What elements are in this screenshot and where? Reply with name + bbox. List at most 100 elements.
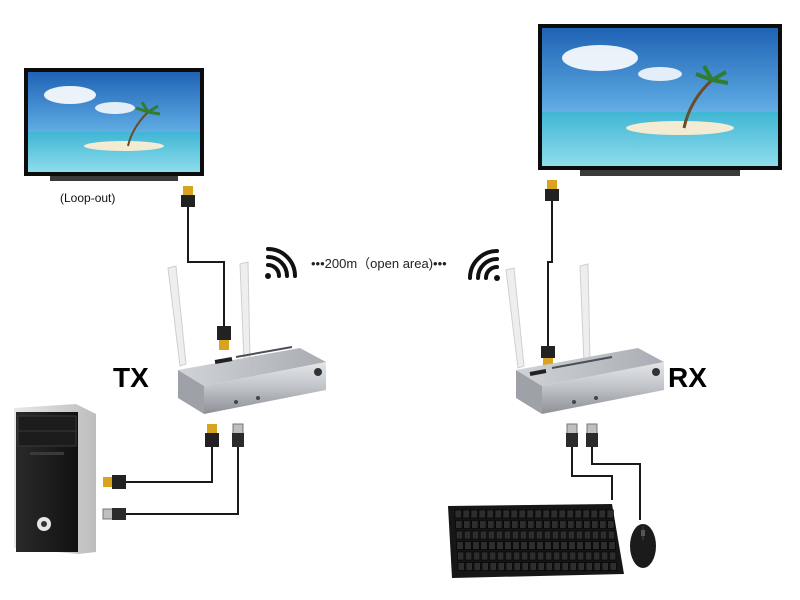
keyboard-key [465, 562, 473, 571]
pc-tower-icon [14, 404, 96, 554]
keyboard-key [511, 520, 519, 529]
keyboard-key [601, 551, 609, 561]
screen-cloud [95, 102, 135, 114]
keyboard-key [456, 541, 464, 550]
keyboard-key [607, 530, 616, 540]
keyboard-key [455, 520, 463, 529]
pc-hdmi-cable [126, 446, 213, 483]
ir-sensor [314, 368, 322, 376]
keyboard-key [590, 509, 598, 519]
keyboard-key [505, 562, 513, 571]
keyboard-key [601, 562, 609, 571]
keyboard-key [600, 541, 608, 550]
keyboard-key [575, 520, 583, 529]
wifi-icon [468, 249, 500, 281]
keyboard-key [585, 551, 593, 561]
keyboard-key [567, 520, 575, 529]
keyboard-key [545, 551, 553, 561]
led [572, 400, 576, 404]
keyboard-key [465, 551, 473, 561]
keyboard-key [503, 530, 512, 540]
keyboard-key [471, 520, 479, 529]
keyboard-key [527, 530, 536, 540]
usb-plug-icon [232, 423, 244, 447]
keyboard-key [479, 530, 488, 540]
rx-label: RX [668, 362, 707, 393]
keyboard-key [505, 551, 513, 561]
keyboard-key [527, 520, 535, 529]
keyboard-key [489, 562, 497, 571]
keyboard-key [553, 551, 561, 561]
keyboard-key [534, 509, 542, 519]
keyboard-key [598, 509, 606, 519]
keyboard-key [528, 541, 536, 550]
palm-trunk [127, 111, 149, 147]
keyboard-key [521, 551, 529, 561]
keyboard-key [535, 520, 543, 529]
keyboard-key [569, 551, 577, 561]
keyboard-key [582, 509, 590, 519]
keyboard-key [504, 541, 512, 550]
led [234, 400, 238, 404]
keyboard-key [489, 551, 497, 561]
keyboard-key [495, 530, 504, 540]
device-top-text [551, 356, 613, 369]
keyboard-key [583, 520, 591, 529]
keyboard-key [599, 530, 608, 540]
keyboard-key [472, 541, 480, 550]
keyboard-key [543, 520, 551, 529]
keyboard-key [521, 562, 529, 571]
keyboard-key [473, 562, 481, 571]
keyboard-key [567, 530, 576, 540]
mouse-usb-cable [591, 446, 641, 520]
keyboard-key [559, 520, 567, 529]
screen-island [626, 121, 734, 135]
keyboard-key [457, 562, 465, 571]
keyboard-key [457, 551, 465, 561]
keyboard-key [488, 541, 496, 550]
keyboard-key [510, 509, 518, 519]
hdmi-plug-icon [205, 424, 219, 447]
keyboard-key [599, 520, 607, 529]
keyboard-key [497, 562, 505, 571]
keyboard-key [519, 520, 527, 529]
keyboard-key [470, 509, 478, 519]
keyboard-key [471, 530, 480, 540]
keyboard-key [543, 530, 552, 540]
palm-leaves [135, 101, 161, 116]
wifi-icon [265, 247, 297, 279]
device-top [178, 348, 326, 386]
keyboard-key [495, 520, 503, 529]
keyboard-icon [448, 504, 624, 578]
keyboard-key [503, 520, 511, 529]
keyboard-key [481, 551, 489, 561]
keyboard-key [607, 520, 615, 529]
keyboard-key [487, 530, 496, 540]
keyboard-key [536, 541, 544, 550]
palm-trunk [682, 78, 714, 129]
keyboard-key [561, 551, 569, 561]
keyboard-key [551, 530, 560, 540]
keyboard-key [575, 530, 584, 540]
keyboard-key [479, 520, 487, 529]
range-label: •••200m（open area)••• [311, 256, 447, 271]
antenna-icon [579, 263, 591, 364]
keyboard-key [606, 509, 614, 519]
keyboard-key [559, 530, 568, 540]
keyboard-key [496, 541, 504, 550]
keyboard-usb-cable [571, 446, 613, 500]
device-top-text [235, 346, 293, 358]
device-top [516, 348, 664, 386]
keyboard-key [608, 541, 616, 550]
keyboard-key [473, 551, 481, 561]
antenna-icon [505, 267, 525, 369]
loop-out-label: (Loop-out) [60, 191, 116, 205]
keyboard-key [529, 551, 537, 561]
tx-loop-hdmi-cable [187, 204, 225, 326]
hdmi-plug-icon [541, 346, 555, 366]
keyboard-key [497, 551, 505, 561]
keyboard-key [576, 541, 584, 550]
hdmi-plug-icon [217, 326, 231, 350]
keyboard-key [574, 509, 582, 519]
keyboard-key [513, 551, 521, 561]
